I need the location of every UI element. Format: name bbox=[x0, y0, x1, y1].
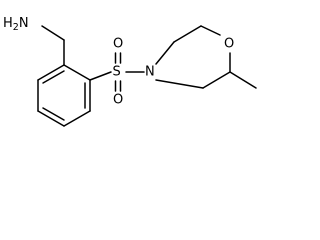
sulfur-atom-label: S bbox=[113, 65, 121, 80]
morpholine-oxygen-label: O bbox=[224, 37, 234, 52]
sulfonyl-oxygen-top-label: O bbox=[113, 37, 123, 52]
amine-nitrogen: N bbox=[19, 16, 29, 31]
bond-methyl bbox=[229, 71, 257, 89]
morpholine-nitrogen-label: N bbox=[145, 65, 155, 80]
ring-bond-c-c-upper bbox=[173, 25, 202, 43]
aminomethyl-group bbox=[41, 25, 65, 66]
amine-hydrogen-count: 2 bbox=[13, 22, 19, 33]
ring-bond-c3-c4 bbox=[63, 110, 91, 127]
benzene-ring bbox=[37, 64, 91, 127]
chemical-structure-diagram: H2N S O O N O bbox=[3, 16, 257, 127]
bond-n-ch2 bbox=[41, 25, 65, 41]
ring-bond-c-n-lower bbox=[155, 79, 204, 89]
ring-bond-c1-c2 bbox=[63, 64, 91, 81]
ring-bond-c-o bbox=[200, 25, 221, 36]
ring-bond-n-c-upper bbox=[155, 41, 175, 65]
ring-bond-c6-c1 bbox=[37, 64, 65, 81]
ring-bond-c-c-lower bbox=[202, 71, 231, 89]
amine-hydrogen: H bbox=[3, 16, 13, 31]
morpholine-ring bbox=[155, 25, 257, 89]
sulfonyl-group bbox=[89, 52, 145, 92]
amine-label: H2N bbox=[3, 16, 29, 33]
ring-double-bond-inner-1 bbox=[42, 70, 65, 84]
bond-ring-s bbox=[89, 71, 112, 81]
sulfonyl-oxygen-bottom-label: O bbox=[113, 93, 123, 108]
ring-bond-c4-c5 bbox=[37, 110, 65, 127]
ring-double-bond-inner-2 bbox=[42, 107, 65, 121]
